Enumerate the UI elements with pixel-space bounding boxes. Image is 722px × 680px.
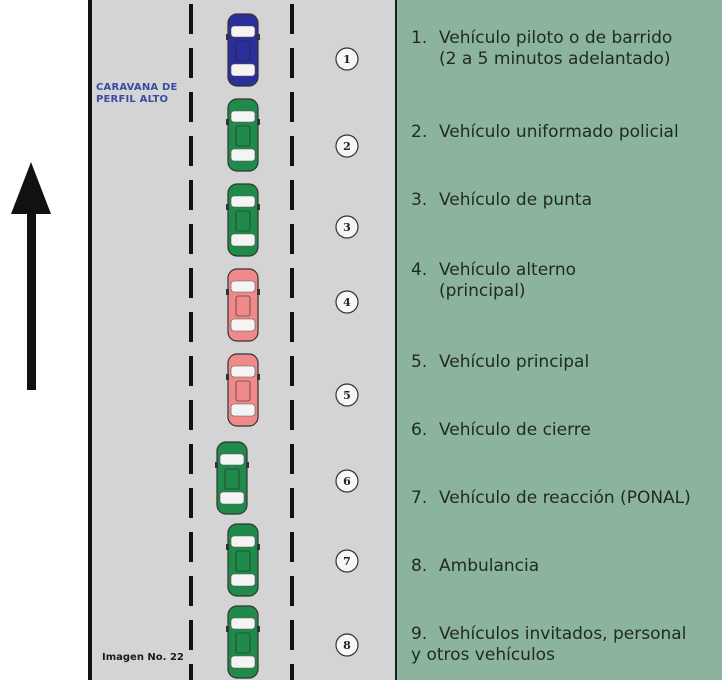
- legend-item-5: 5. Vehículo principal: [411, 352, 722, 373]
- legend-text: Vehículo piloto o de barrido: [439, 28, 673, 48]
- vehicle-closing-icon: [215, 441, 249, 515]
- legend-text: Vehículos invitados, personal: [439, 624, 687, 644]
- vehicle-badge-7: 7: [335, 549, 359, 573]
- vehicle-badge-5: 5: [335, 383, 359, 407]
- vehicle-badge-1: 1: [335, 47, 359, 71]
- legend-text: (principal): [439, 281, 526, 301]
- legend-number: 4.: [411, 260, 428, 280]
- vehicle-principal-icon: [226, 353, 260, 427]
- legend-item-4: 4. Vehículo alterno (principal): [411, 260, 722, 302]
- legend-number: 7.: [411, 488, 428, 508]
- vehicle-badge-8: 8: [335, 633, 359, 657]
- image-caption: Imagen No. 22: [102, 652, 184, 663]
- legend-number: 3.: [411, 190, 428, 210]
- legend-text: Vehículo de punta: [439, 190, 592, 210]
- vehicle-badge-6: 6: [335, 469, 359, 493]
- legend-text: Vehículo principal: [439, 352, 590, 372]
- badge-number: 4: [343, 296, 351, 309]
- badge-number: 1: [343, 53, 351, 66]
- legend-item-6: 6. Vehículo de cierre: [411, 420, 722, 441]
- legend-item-9: 9. Vehículos invitados, personal y otros …: [411, 624, 722, 666]
- vehicle-badge-4: 4: [335, 290, 359, 314]
- badge-number: 8: [343, 639, 351, 652]
- legend-text: Vehículo de reacción (PONAL): [439, 488, 691, 508]
- badge-number: 2: [343, 140, 351, 153]
- legend-item-3: 3. Vehículo de punta: [411, 190, 722, 211]
- vehicles-layer: [215, 13, 260, 679]
- badge-number: 6: [343, 475, 351, 488]
- legend-text: Ambulancia: [439, 556, 540, 576]
- legend-number: 5.: [411, 352, 428, 372]
- legend-text: y otros vehículos: [411, 645, 555, 665]
- legend-number: 9.: [411, 624, 428, 644]
- badge-number: 7: [343, 555, 351, 568]
- legend-text: Vehículo alterno: [439, 260, 577, 280]
- vehicle-reaction-icon: [226, 523, 260, 597]
- legend-panel: 1. Vehículo piloto o de barrido (2 a 5 mi…: [395, 0, 722, 680]
- legend-number: 6.: [411, 420, 428, 440]
- badge-number: 5: [343, 389, 351, 402]
- legend-number: 1.: [411, 28, 428, 48]
- legend-item-7: 7. Vehículo de reacción (PONAL): [411, 488, 722, 509]
- legend-text: Vehículo uniformado policial: [439, 122, 679, 142]
- badge-number: 3: [343, 221, 351, 234]
- legend-item-1: 1. Vehículo piloto o de barrido (2 a 5 mi…: [411, 28, 722, 70]
- legend-item-2: 2. Vehículo uniformado policial: [411, 122, 722, 143]
- vehicle-police-icon: [226, 98, 260, 172]
- legend-item-8: 8. Ambulancia: [411, 556, 722, 577]
- vehicle-badge-3: 3: [335, 215, 359, 239]
- legend-text: Vehículo de cierre: [439, 420, 591, 440]
- convoy-label: CARAVANA DE PERFIL ALTO: [96, 82, 178, 105]
- vehicle-pilot-icon: [226, 13, 260, 87]
- vehicle-ambulance-icon: [226, 605, 260, 679]
- legend-number: 8.: [411, 556, 428, 576]
- badges-layer: 1 2 3 4 5 6 7 8: [335, 47, 359, 657]
- vehicle-alternate-icon: [226, 268, 260, 342]
- vehicle-badge-2: 2: [335, 134, 359, 158]
- legend-text: (2 a 5 minutos adelantado): [439, 49, 671, 69]
- direction-arrow-icon: [11, 162, 51, 390]
- legend-number: 2.: [411, 122, 428, 142]
- vehicle-lead-icon: [226, 183, 260, 257]
